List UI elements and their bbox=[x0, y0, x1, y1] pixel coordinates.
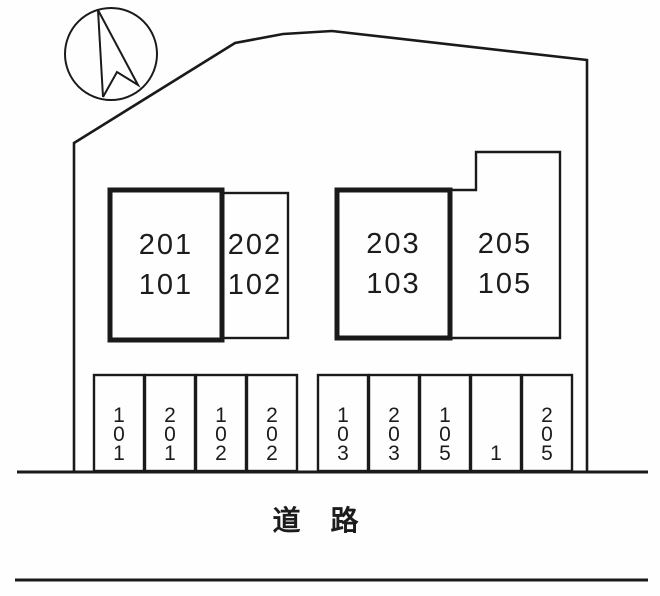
unit-label-lower: 101 bbox=[138, 268, 194, 301]
parking-stall-202: 202 bbox=[247, 375, 297, 471]
stall-number: 205 bbox=[541, 404, 553, 465]
unit-block-201-101: 201 101 bbox=[110, 190, 222, 340]
parking-stall-outline bbox=[520, 373, 574, 473]
north-arrow-icon bbox=[64, 7, 158, 101]
stall-number: 203 bbox=[388, 404, 400, 465]
parking-stall-201: 201 bbox=[145, 375, 195, 471]
unit-block-205-105: 205 105 bbox=[450, 190, 560, 338]
unit-label-upper: 202 bbox=[227, 229, 283, 261]
parking-stall-101: 101 bbox=[94, 375, 144, 471]
parking-stall-205: 205 bbox=[522, 375, 572, 471]
building-203-103-outline bbox=[334, 187, 453, 341]
stall-number: 1 bbox=[490, 442, 502, 465]
parking-stall-103: 103 bbox=[318, 375, 368, 471]
unit-label-lower: 103 bbox=[366, 267, 421, 300]
parking-group-right bbox=[316, 373, 574, 473]
unit-block-203-103: 203 103 bbox=[337, 190, 450, 338]
property-boundary bbox=[72, 29, 589, 472]
stall-number: 103 bbox=[337, 404, 349, 465]
parking-stall-1: 1 bbox=[471, 375, 521, 471]
stall-number: 102 bbox=[215, 404, 227, 465]
unit-label-upper: 203 bbox=[366, 227, 421, 260]
parking-stall-105: 105 bbox=[420, 375, 470, 471]
unit-label-lower: 102 bbox=[227, 269, 283, 301]
unit-label-upper: 201 bbox=[138, 228, 194, 261]
stall-number: 202 bbox=[266, 404, 278, 465]
unit-label-upper: 205 bbox=[477, 227, 533, 260]
parking-group-left bbox=[92, 373, 299, 473]
parking-stall-outline bbox=[245, 373, 299, 473]
road-label: 道 路 bbox=[272, 505, 360, 536]
stall-number: 201 bbox=[164, 404, 176, 465]
stall-number: 101 bbox=[113, 404, 125, 465]
parking-stall-102: 102 bbox=[196, 375, 246, 471]
unit-label-lower: 105 bbox=[477, 267, 533, 300]
parking-stall-203: 203 bbox=[369, 375, 419, 471]
building-201-101-outline bbox=[107, 187, 225, 343]
stall-number: 105 bbox=[439, 404, 451, 465]
unit-block-202-102: 202 102 bbox=[222, 193, 288, 338]
